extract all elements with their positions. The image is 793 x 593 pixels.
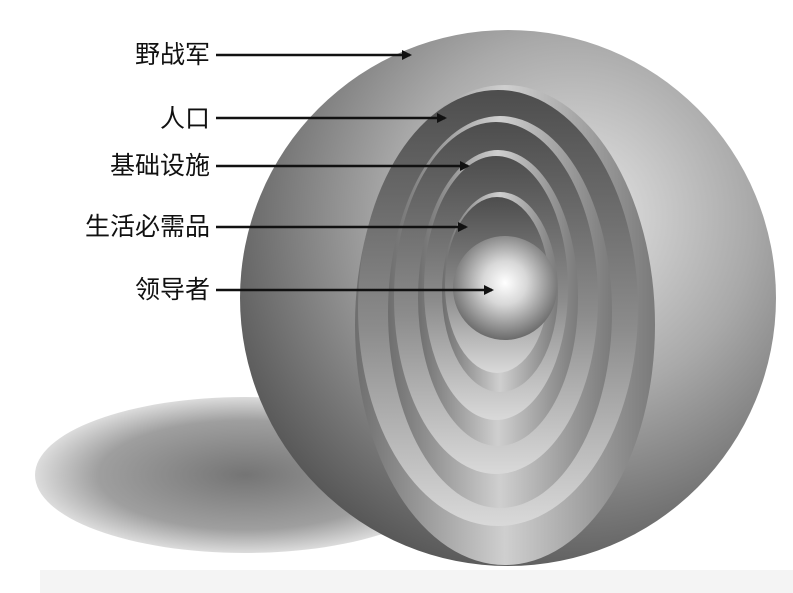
label-group-population: 人口 [160, 104, 447, 133]
label-essentials: 生活必需品 [85, 212, 210, 241]
label-population: 人口 [160, 104, 210, 133]
label-group-infrastructure: 基础设施 [110, 151, 470, 180]
label-leadership: 领导者 [135, 275, 210, 304]
label-group-essentials: 生活必需品 [85, 212, 468, 241]
bottom-band [40, 570, 793, 593]
label-field-army: 野战军 [135, 40, 210, 69]
label-group-leadership: 领导者 [135, 275, 494, 304]
label-group-field-army: 野战军 [135, 40, 412, 69]
core-sphere [453, 236, 557, 340]
label-infrastructure: 基础设施 [110, 151, 210, 180]
